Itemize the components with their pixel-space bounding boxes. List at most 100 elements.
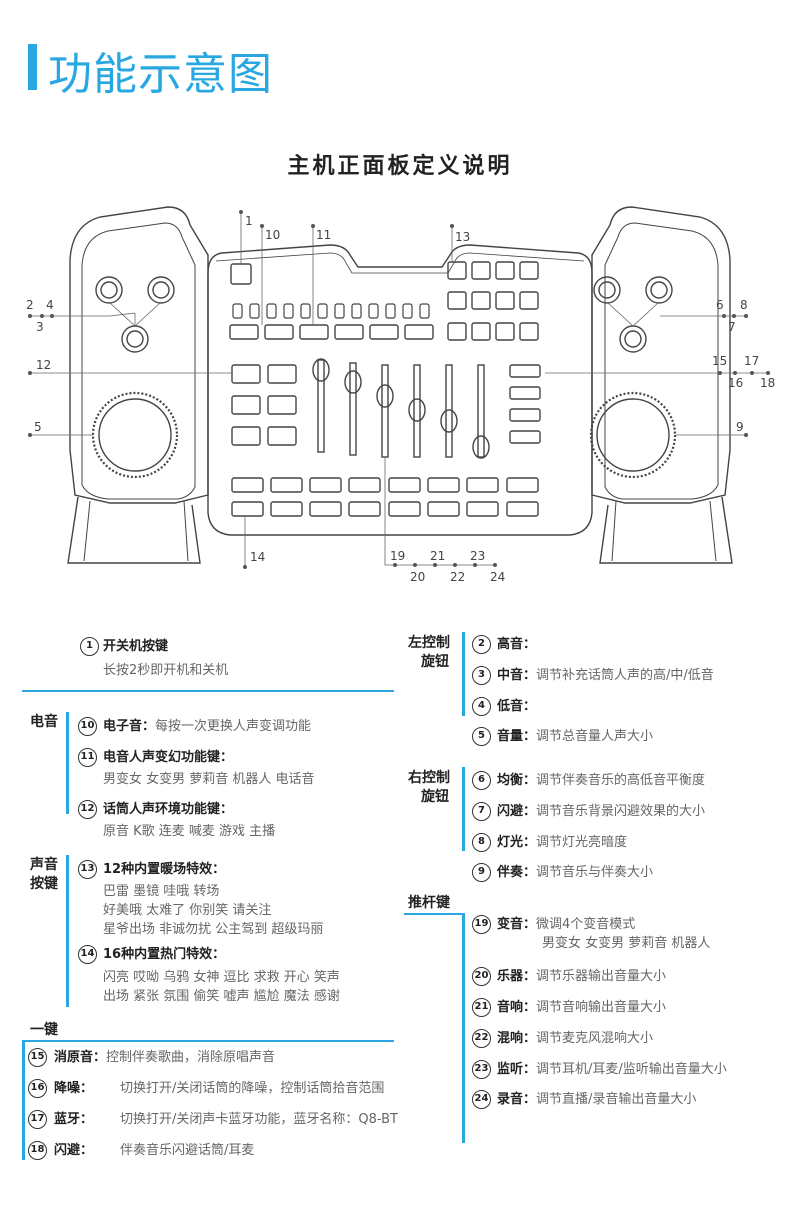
item-5-number: 5 <box>472 727 491 746</box>
item-23-desc: 调节耳机/耳麦/监听输出音量大小 <box>536 1062 727 1077</box>
callout-number-12: 12 <box>36 358 51 372</box>
item-10-number: 10 <box>78 717 97 736</box>
item-9-number: 9 <box>472 863 491 882</box>
item-4-number: 4 <box>472 697 491 716</box>
item-23-number: 23 <box>472 1060 491 1079</box>
item-17-key: 蓝牙： <box>54 1112 94 1127</box>
item-8-desc: 调节灯光亮暗度 <box>536 835 628 850</box>
category-sound-bar <box>66 855 69 1007</box>
page-title: 功能示意图 <box>48 49 273 100</box>
category-onekey-bar <box>22 1040 25 1160</box>
item-22-row: 混响：调节麦克风混响大小 <box>497 1031 653 1047</box>
item-10-row: 电子音：每按一次更换人声变调功能 <box>103 719 311 735</box>
item-22-desc: 调节麦克风混响大小 <box>536 1031 654 1046</box>
item-23-row: 监听：调节耳机/耳麦/监听输出音量大小 <box>497 1062 727 1078</box>
item-3-desc: 调节补充话筒人声的高/中/低音 <box>536 668 714 683</box>
separator-2 <box>22 1040 394 1042</box>
item-18-desc: 伴奏音乐闪避话筒/耳麦 <box>120 1143 255 1158</box>
callout-number-14: 14 <box>250 550 265 564</box>
callout-number-17: 17 <box>744 354 759 368</box>
item-15-number: 15 <box>28 1048 47 1067</box>
callout-number-3: 3 <box>36 320 44 334</box>
item-15-key: 消原音： <box>54 1050 107 1065</box>
item-6-number: 6 <box>472 771 491 790</box>
item-12-number: 12 <box>78 800 97 819</box>
item-24-desc: 调节直播/录音输出音量大小 <box>536 1092 697 1107</box>
item-14-line1: 闪亮 哎呦 乌鸦 女神 逗比 求救 开心 笑声 <box>103 970 340 985</box>
category-right-knob-bar <box>462 767 465 851</box>
callout-number-16: 16 <box>728 376 743 390</box>
item-7-key: 闪避： <box>497 804 537 819</box>
item-7-row: 闪避：调节音乐背景闪避效果的大小 <box>497 804 705 820</box>
category-right-knob-1: 右控制 <box>408 770 450 786</box>
item-19-key: 变音： <box>497 917 537 932</box>
category-fader: 推杆键 <box>408 895 450 911</box>
item-23-key: 监听： <box>497 1062 537 1077</box>
category-onekey: 一键 <box>30 1022 58 1038</box>
item-13-line3: 星爷出场 非诚勿扰 公主驾到 超级玛丽 <box>103 922 324 937</box>
item-16-desc: 切换打开/关闭话筒的降噪，控制话筒拾音范围 <box>120 1081 385 1096</box>
category-voice: 电音 <box>30 714 58 730</box>
callout-number-22: 22 <box>450 570 465 584</box>
item-7-number: 7 <box>472 802 491 821</box>
item-1-number: 1 <box>80 637 99 656</box>
callout-number-15: 15 <box>712 354 727 368</box>
item-9-row: 伴奏：调节音乐与伴奏大小 <box>497 865 653 881</box>
category-left-knob-2: 旋钮 <box>421 654 449 670</box>
item-24-row: 录音：调节直播/录音输出音量大小 <box>497 1092 696 1108</box>
item-17-desc: 切换打开/关闭声卡蓝牙功能，蓝牙名称：Q8-BT <box>120 1112 398 1127</box>
callout-number-10: 10 <box>265 228 280 242</box>
category-left-knob-1: 左控制 <box>408 635 450 651</box>
item-16-number: 16 <box>28 1079 47 1098</box>
item-8-row: 灯光：调节灯光亮暗度 <box>497 835 627 851</box>
item-11-number: 11 <box>78 748 97 767</box>
item-4-key: 低音： <box>497 699 537 714</box>
item-22-key: 混响： <box>497 1031 537 1046</box>
item-17-number: 17 <box>28 1110 47 1129</box>
item-6-row: 均衡：调节伴奏音乐的高低音平衡度 <box>497 773 705 789</box>
item-2-number: 2 <box>472 635 491 654</box>
item-13-line1: 巴雷 墨镜 哇哦 转场 <box>103 884 220 899</box>
callout-number-8: 8 <box>740 298 748 312</box>
item-20-number: 20 <box>472 967 491 986</box>
callout-number-11: 11 <box>316 228 331 242</box>
item-1-key: 开关机按键 <box>103 639 169 654</box>
category-fader-bar <box>462 913 465 1143</box>
item-24-number: 24 <box>472 1090 491 1109</box>
item-7-desc: 调节音乐背景闪避效果的大小 <box>536 804 706 819</box>
item-21-desc: 调节音响输出音量大小 <box>536 1000 667 1015</box>
item-12-desc: 原音 K歌 连麦 喊麦 游戏 主播 <box>103 824 276 839</box>
item-12-key: 话筒人声环境功能键： <box>103 802 234 817</box>
item-11-key: 电音人声变幻功能键： <box>103 750 234 765</box>
item-13-key: 12种内置暖场特效： <box>103 862 226 877</box>
category-left-knob-bar <box>462 632 465 716</box>
callout-number-2: 2 <box>26 298 34 312</box>
item-3-key: 中音： <box>497 668 537 683</box>
header-accent-bar <box>28 44 37 90</box>
item-13-line2: 好美哦 太难了 你别笑 请关注 <box>103 903 272 918</box>
callout-number-24: 24 <box>490 570 505 584</box>
callout-number-20: 20 <box>410 570 425 584</box>
item-8-key: 灯光： <box>497 835 537 850</box>
item-5-desc: 调节总音量人声大小 <box>536 729 654 744</box>
item-14-key: 16种内置热门特效： <box>103 947 226 962</box>
item-15-row: 消原音：控制伴奏歌曲，消除原唱声音 <box>54 1050 275 1066</box>
item-1-desc: 长按2秒即开机和关机 <box>103 663 229 678</box>
item-5-key: 音量： <box>497 729 537 744</box>
separator-1 <box>22 690 394 692</box>
item-2-key: 高音： <box>497 637 537 652</box>
category-fader-underline <box>404 913 462 915</box>
item-18-number: 18 <box>28 1141 47 1160</box>
item-14-line2: 出场 紧张 氛围 偷笑 嘘声 尴尬 魔法 感谢 <box>103 989 340 1004</box>
callout-number-1: 1 <box>245 214 253 228</box>
category-key: 按键 <box>30 876 58 892</box>
item-10-key: 电子音： <box>103 719 156 734</box>
item-6-key: 均衡： <box>497 773 537 788</box>
item-11-desc: 男变女 女变男 萝莉音 机器人 电话音 <box>103 772 315 787</box>
item-5-row: 音量：调节总音量人声大小 <box>497 729 653 745</box>
item-19-desc: 微调4个变音模式 <box>536 917 636 932</box>
left-grip <box>69 206 209 504</box>
item-3-row: 中音：调节补充话筒人声的高/中/低音 <box>497 668 714 684</box>
item-21-key: 音响： <box>497 1000 537 1015</box>
